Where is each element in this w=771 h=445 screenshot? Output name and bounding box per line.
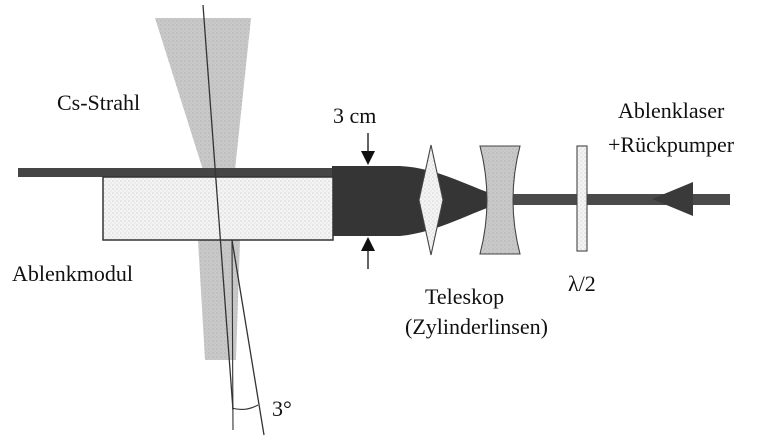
telescope-label-line1: Teleskop [425,284,504,309]
angle-arc [231,404,259,411]
laser-beam-right [495,194,730,205]
beam-axis-line [202,4,234,411]
reference-axis-line [231,239,234,431]
concave-lens [479,145,521,255]
module-label: Ablenkmodul [12,261,133,286]
deflected-axis-line [231,239,265,436]
laser-beam-left [18,168,338,177]
convex-lens [418,144,444,256]
laser-arrowhead [652,182,693,216]
half-wave-plate [576,145,588,252]
laser-label-line2: +Rückpumper [608,132,735,157]
cs-beam-label: Cs-Strahl [57,90,140,115]
dim-arrow-bottom [361,237,375,251]
waveplate-label: λ/2 [568,271,596,296]
telescope-label-line2: (Zylinderlinsen) [405,314,548,339]
width-label: 3 cm [333,103,376,128]
cs-beam-upper [155,18,251,170]
cs-beam-lower [198,240,240,360]
laser-beam-expanded [332,166,505,236]
angle-label: 3° [272,396,292,421]
laser-label-line1: Ablenklaser [618,98,725,123]
dim-arrow-top [361,151,375,165]
